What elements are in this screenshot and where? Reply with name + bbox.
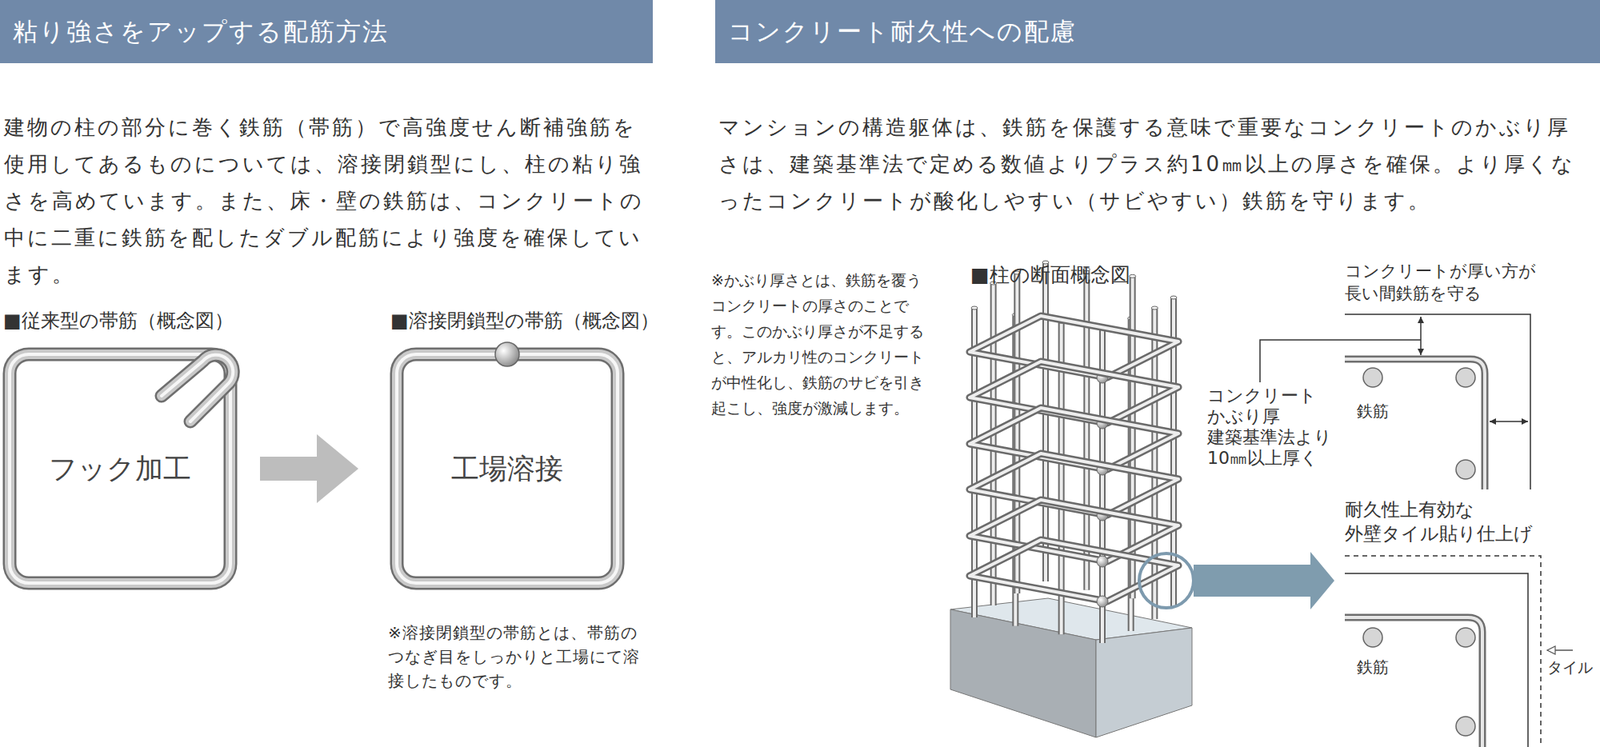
bar-end <box>971 306 978 310</box>
cover-dimension <box>1420 316 1422 356</box>
section-title: 粘り強さをアップする配筋方法 <box>0 15 389 49</box>
bar-end <box>1151 306 1158 310</box>
weld-point <box>1096 596 1108 608</box>
hoop-bar <box>1344 359 1485 490</box>
bar-end <box>1170 296 1177 300</box>
highlight-circle <box>1139 553 1194 608</box>
callout: コンクリート かぶり厚 建築基準法より 10㎜以上厚く <box>1207 385 1336 469</box>
cover-dimension <box>1489 420 1528 423</box>
part-label: 鉄筋 <box>1356 401 1405 421</box>
weld-point <box>1096 556 1108 568</box>
tile-surface <box>1344 556 1541 747</box>
main-bar <box>1084 269 1088 591</box>
concrete-surface <box>1344 573 1528 747</box>
hoop <box>969 540 1179 602</box>
figure-heading: ■溶接閉鎖型の帯筋（概念図） <box>390 308 660 334</box>
header-band: コンクリート耐久性への配慮 <box>715 0 1600 64</box>
body-text: 建物の柱の部分に巻く鉄筋（帯筋）で高強度せん断補強筋を使用してあるものについては… <box>4 108 654 293</box>
hoop-bar <box>1344 617 1483 747</box>
body-text: マンションの構造躯体は、鉄筋を保護する意味で重要なコンクリートのかぶり厚さは、建… <box>718 108 1591 220</box>
part-label: タイル <box>1547 657 1597 677</box>
main-bar <box>1363 628 1383 648</box>
detail-tiled <box>1344 556 1573 747</box>
hoop-box: ■溶接閉鎖型の帯筋（概念図）工場溶接 <box>390 348 624 590</box>
header-band: 粘り強さをアップする配筋方法 <box>0 0 653 64</box>
bar-end <box>1129 274 1136 278</box>
main-bar <box>1456 716 1476 736</box>
flow-arrow <box>260 456 317 481</box>
hook-end <box>161 355 233 422</box>
box-label: 工場溶接 <box>390 348 624 590</box>
callout: 耐久性上有効な 外壁タイル貼り仕上げ <box>1344 497 1577 546</box>
main-bar <box>1363 368 1383 388</box>
concrete-surface <box>1344 314 1531 490</box>
hoop-bar <box>1344 359 1485 490</box>
note: ※溶接閉鎖型の帯筋とは、帯筋のつなぎ目をしっかりと工場にて溶接したものです。 <box>388 620 652 693</box>
hoop <box>969 500 1179 562</box>
base-front <box>950 609 1096 738</box>
hoop <box>969 500 1179 562</box>
figure-heading: ■従来型の帯筋（概念図） <box>3 308 234 334</box>
part-label: 鉄筋 <box>1356 657 1405 677</box>
main-bar <box>992 283 996 606</box>
note: ※かぶり厚さとは、鉄筋を覆うコンクリートの厚さのことです。このかぶり厚さが不足す… <box>711 267 926 421</box>
hoop-bar <box>1344 617 1483 747</box>
section-title: コンクリート耐久性への配慮 <box>715 15 1077 49</box>
main-bar <box>1042 262 1049 582</box>
main-bar <box>1456 628 1476 648</box>
rebar-cage <box>969 260 1179 644</box>
hook-end <box>161 355 233 422</box>
hoop-box: ■従来型の帯筋（概念図）フック加工 <box>3 348 237 590</box>
hoop <box>969 540 1179 602</box>
hook-end <box>161 355 233 422</box>
main-bar <box>1083 269 1090 591</box>
figure-heading: ■柱の断面概念図 <box>970 262 1179 288</box>
detail-arrow <box>1193 552 1335 610</box>
base-side <box>1096 628 1192 738</box>
tile-pointer-head <box>1547 646 1556 655</box>
column-base <box>950 598 1192 738</box>
main-bar <box>1456 460 1476 480</box>
main-bar <box>1044 262 1048 582</box>
leader-line <box>1260 340 1421 383</box>
weld-point <box>495 342 520 367</box>
main-bar <box>1456 368 1476 388</box>
box-label: フック加工 <box>3 348 237 590</box>
callout: コンクリートが厚い方が 長い間鉄筋を守る <box>1344 260 1585 305</box>
